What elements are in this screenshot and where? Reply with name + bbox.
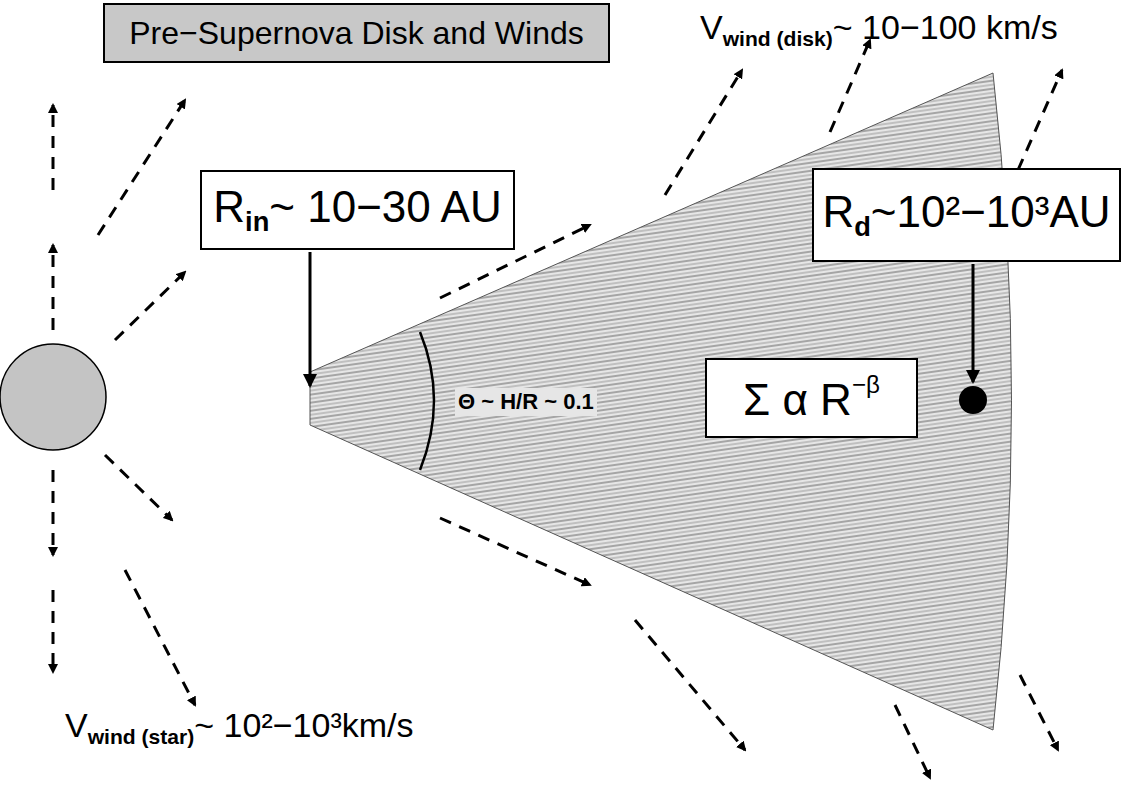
opening-angle-arc bbox=[420, 332, 434, 470]
node-text: R bbox=[213, 182, 245, 231]
node-text: d bbox=[854, 211, 871, 242]
star bbox=[0, 344, 106, 450]
node-text-line: Rd~10²−10³AU bbox=[822, 187, 1110, 244]
label-text: wind (star) bbox=[88, 725, 195, 748]
title-text: Pre−Supernova Disk and Winds bbox=[129, 15, 583, 52]
disk-radius-dot bbox=[959, 386, 987, 414]
label-text: V bbox=[700, 8, 723, 46]
node-text: ~10²−10³AU bbox=[871, 187, 1111, 236]
opening-angle-label: Θ ~ H/R ~ 0.1 bbox=[455, 388, 597, 416]
wind-arrows bbox=[53, 40, 1062, 778]
node-text: −β bbox=[852, 371, 880, 398]
inner-radius-box: Rin~ 10−30 AU bbox=[200, 170, 515, 250]
node-text: in bbox=[245, 206, 269, 237]
node-text-line: Rin~ 10−30 AU bbox=[213, 182, 501, 239]
label-text: V bbox=[65, 706, 88, 744]
node-text: R bbox=[822, 187, 854, 236]
title-box: Pre−Supernova Disk and Winds bbox=[103, 3, 610, 63]
node-text-line: Σ α R−β bbox=[743, 371, 880, 425]
label-text: wind (disk) bbox=[723, 27, 833, 50]
disk-wind-speed: Vwind (disk)~ 10−100 km/s bbox=[700, 8, 1058, 51]
label-text: ~ 10²−10³km/s bbox=[194, 706, 413, 744]
node-text: ~ 10−30 AU bbox=[269, 182, 501, 231]
disk-radius-box: Rd~10²−10³AU bbox=[812, 168, 1121, 262]
label-text: Θ ~ H/R ~ 0.1 bbox=[458, 389, 594, 414]
star-wind-speed: Vwind (star)~ 10²−10³km/s bbox=[65, 706, 413, 749]
node-text: Σ α R bbox=[743, 375, 852, 424]
surface-density-box: Σ α R−β bbox=[705, 358, 918, 438]
label-text: ~ 10−100 km/s bbox=[833, 8, 1058, 46]
